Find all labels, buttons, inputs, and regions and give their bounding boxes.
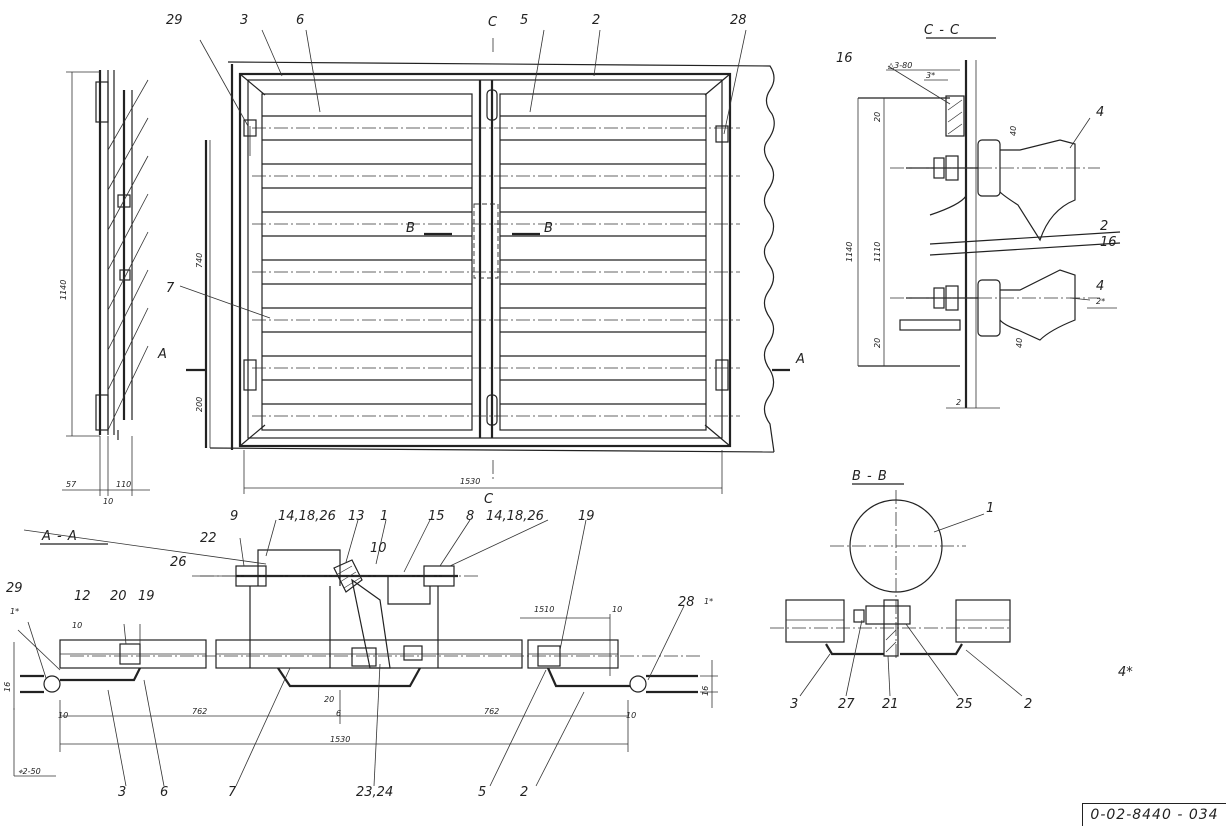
aa-1510-dim: 1510: [534, 605, 554, 614]
callout-29: 29: [166, 13, 183, 28]
callout-cc-16: 16: [836, 51, 853, 66]
cc-1140-dim: 1140: [845, 242, 854, 262]
cc-20a-dim: 20: [873, 112, 882, 122]
aa-16a-dim: 16: [3, 682, 12, 692]
callout-aa-12: 12: [74, 589, 91, 604]
callout-cc-4b: 4: [1096, 279, 1104, 294]
callout-aa-3: 3: [118, 785, 126, 800]
callout-aa-28: 28: [678, 595, 695, 610]
callout-7: 7: [166, 281, 175, 296]
callout-aa-1: 1: [380, 509, 388, 524]
callout-aa-2: 2: [520, 785, 528, 800]
callout-aa-14-18-26a: 14,18,26: [278, 509, 336, 524]
cut-a-left-label: A: [157, 347, 167, 362]
section-b-b: [770, 483, 1023, 697]
callout-aa-15: 15: [428, 509, 445, 524]
callout-aa-6: 6: [160, 785, 168, 800]
cc-1110-dim: 1110: [873, 242, 882, 262]
side-height-dim: 1140: [59, 280, 68, 300]
aa-10a-dim: 10: [72, 621, 82, 630]
callout-aa-29: 29: [6, 581, 23, 596]
callout-aa-20: 20: [110, 589, 127, 604]
callout-bb-2: 2: [1024, 697, 1032, 712]
callout-aa-19: 19: [578, 509, 595, 524]
callout-6: 6: [296, 13, 304, 28]
front-view: [179, 29, 790, 494]
cut-c-bottom-label: C: [484, 492, 494, 507]
cut-a-right-label: A: [795, 352, 805, 367]
cut-b-left-label: B: [406, 221, 415, 236]
drawing-number-box: 0-02-8440 - 034: [1082, 803, 1226, 826]
callout-aa-22: 22: [200, 531, 217, 546]
callout-aa-10: 10: [370, 541, 387, 556]
aa-6-dim: 6: [336, 709, 341, 718]
callout-bb-25: 25: [956, 697, 973, 712]
weld-note-aa: ⌖2-50: [18, 767, 41, 776]
cut-b-right-label: B: [544, 221, 553, 236]
side-110-dim: 110: [116, 480, 131, 489]
callout-2: 2: [592, 13, 600, 28]
cc-2-dim: 2: [956, 398, 961, 407]
aa-10c-dim: 10: [58, 711, 68, 720]
side-57-dim: 57: [66, 480, 77, 489]
callout-cc-2: 2: [1100, 219, 1108, 234]
callout-aa-14-18-26b: 14,18,26: [486, 509, 544, 524]
callout-3: 3: [240, 13, 248, 28]
callout-5: 5: [520, 13, 528, 28]
callout-aa-23-24: 23,24: [356, 785, 393, 800]
side-view: [62, 70, 150, 496]
callout-aa-9: 9: [230, 509, 238, 524]
callout-aa-1star: 1*: [10, 607, 19, 616]
section-a-a: [13, 519, 718, 787]
note-mark: 4*: [1118, 665, 1133, 680]
front-740-dim: 740: [195, 253, 204, 268]
callout-cc-16b: 16: [1100, 235, 1117, 250]
callout-aa-1star-b: 1*: [704, 597, 713, 606]
section-c-c: [857, 37, 1121, 409]
cc-40b-dim: 40: [1015, 338, 1024, 348]
section-b-title: B - B: [852, 469, 888, 484]
side-10-dim: 10: [103, 497, 113, 506]
weld-note-cc-star: 3*: [926, 71, 935, 80]
cc-20b-dim: 20: [873, 338, 882, 348]
callout-aa-7: 7: [228, 785, 237, 800]
cc-40a-dim: 40: [1009, 126, 1018, 136]
section-a-title: A - A: [41, 529, 78, 544]
front-200-dim: 200: [195, 397, 204, 412]
weld-note-cc: △3-80: [888, 61, 912, 70]
callout-bb-27: 27: [838, 697, 855, 712]
callout-cc-4: 4: [1096, 105, 1104, 120]
callout-aa-26: 26: [170, 555, 187, 570]
aa-16b-dim: 16: [701, 686, 710, 696]
callout-aa-8: 8: [466, 509, 474, 524]
aa-10d-dim: 10: [626, 711, 636, 720]
callout-28: 28: [730, 13, 747, 28]
callout-bb-21: 21: [882, 697, 899, 712]
callout-cc-2star: 2*: [1096, 297, 1105, 306]
callout-aa-13: 13: [348, 509, 365, 524]
aa-1530-dim: 1530: [330, 735, 350, 744]
callout-aa-5: 5: [478, 785, 486, 800]
callout-bb-1: 1: [986, 501, 994, 516]
cut-c-top-label: C: [488, 15, 498, 30]
section-c-title: C - C: [924, 23, 960, 38]
aa-10b-dim: 10: [612, 605, 622, 614]
callout-bb-3: 3: [790, 697, 798, 712]
front-width-dim: 1530: [460, 477, 480, 486]
aa-762b-dim: 762: [484, 707, 499, 716]
callout-aa-19b: 19: [138, 589, 155, 604]
aa-762a-dim: 762: [192, 707, 207, 716]
aa-20-dim: 20: [324, 695, 334, 704]
